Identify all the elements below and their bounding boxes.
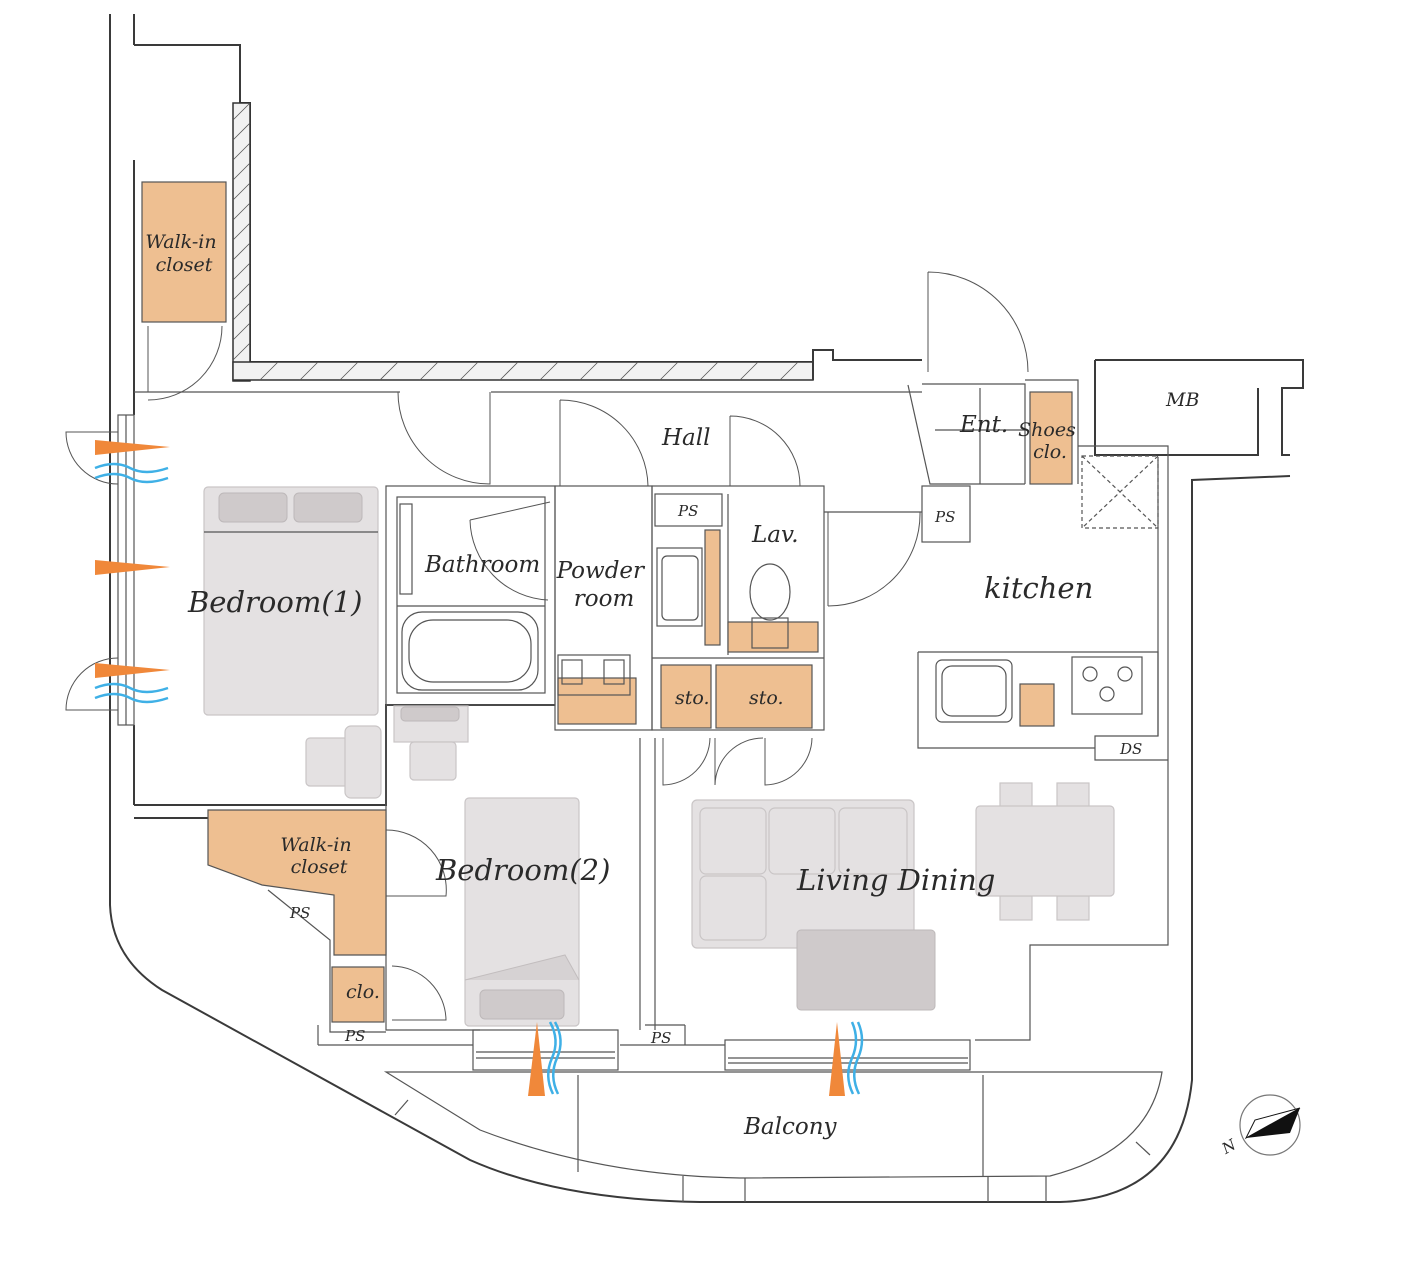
shoes-closet bbox=[1029, 391, 1073, 485]
walk-in-closet-1 bbox=[141, 181, 227, 323]
sto-label-2: sto. bbox=[749, 687, 784, 709]
closet-small bbox=[331, 966, 385, 1023]
compass bbox=[1239, 1094, 1301, 1156]
bedroom-2-label: Bedroom(2) bbox=[435, 853, 610, 887]
sto-label-1: sto. bbox=[675, 687, 710, 709]
door-swings bbox=[65, 271, 1029, 1021]
outer-walls bbox=[109, 14, 1304, 1203]
airflow-markers bbox=[94, 440, 864, 1096]
living-dining-label: Living Dining bbox=[796, 863, 995, 897]
walk-in-closet-2-label: Walk-in closet bbox=[280, 834, 357, 878]
shoes-closet-label: Shoes clo. bbox=[1018, 419, 1082, 463]
ps-label-hall: PS bbox=[677, 502, 698, 520]
mb-label: MB bbox=[1165, 389, 1199, 411]
ps-label-kitchen: PS bbox=[934, 508, 955, 526]
fixtures bbox=[399, 388, 1159, 723]
clo-label: clo. bbox=[346, 981, 380, 1003]
ps-label-bottom-left: PS bbox=[344, 1027, 365, 1045]
kitchen-label: kitchen bbox=[984, 571, 1093, 605]
ent-label: Ent. bbox=[959, 412, 1008, 438]
bathroom-label: Bathroom bbox=[424, 552, 540, 578]
powder-room-label: Powder room bbox=[556, 558, 652, 612]
lav-label: Lav. bbox=[751, 522, 799, 548]
room-labels: Walk-in closet Bedroom(1) Bathroom Powde… bbox=[145, 231, 1240, 1158]
sto-2 bbox=[715, 664, 813, 729]
storage-areas bbox=[141, 181, 1073, 1023]
ds-label: DS bbox=[1119, 740, 1142, 758]
walk-in-closet-2 bbox=[207, 809, 387, 956]
compass-n-label: N bbox=[1218, 1135, 1240, 1158]
hall-label: Hall bbox=[661, 425, 710, 451]
ps-label-bottom-mid: PS bbox=[650, 1029, 671, 1047]
furniture bbox=[203, 486, 1115, 1027]
walk-in-closet-1-label: Walk-in closet bbox=[145, 231, 222, 276]
bedroom-1-label: Bedroom(1) bbox=[187, 585, 362, 619]
ps-label-closet: PS bbox=[289, 904, 310, 922]
walk-in-closet-1-line2: closet bbox=[156, 254, 213, 276]
sto-1 bbox=[660, 664, 712, 729]
walk-in-closet-1-line1: Walk-in bbox=[145, 231, 216, 253]
balcony-label: Balcony bbox=[743, 1114, 838, 1140]
